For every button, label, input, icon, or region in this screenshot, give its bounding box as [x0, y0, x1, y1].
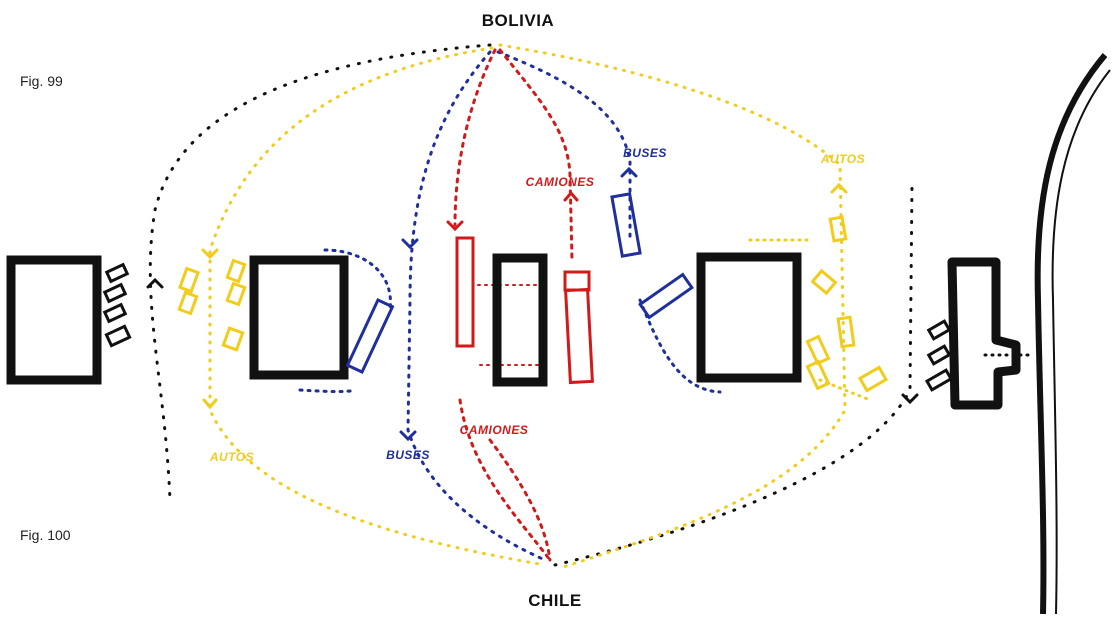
vehicles: [102, 192, 954, 393]
figure-caption-bottom: Fig. 100: [20, 527, 71, 543]
buildings: [6, 252, 1021, 410]
building-far-right: [947, 257, 1021, 410]
arrow-red-right: [563, 190, 579, 202]
route-camiones-bottom-2: [488, 438, 552, 562]
route-outer-left-black: [148, 43, 492, 502]
arrow-yellow-left: [201, 248, 219, 260]
bus-right: [638, 272, 694, 320]
route-buses-left: [406, 50, 547, 562]
place-bolivia: BOLIVIA: [482, 11, 554, 30]
building-left: [249, 255, 349, 380]
figure-caption-top: Fig. 99: [20, 73, 63, 89]
route-camiones-bottom: [458, 398, 552, 562]
cars-black-left: [102, 262, 132, 348]
building-left-outer: [6, 255, 102, 385]
label-autos-top: AUTOS: [820, 152, 865, 166]
arrow-blue-right: [620, 166, 638, 178]
route-camiones-right: [498, 48, 574, 262]
route-autos-right: [498, 43, 847, 570]
truck-right: [564, 287, 594, 385]
building-center: [492, 253, 548, 387]
loop-red-inner: [477, 284, 546, 366]
label-camiones-top: CAMIONES: [526, 175, 595, 189]
loop-blue-left-bottom: [298, 388, 357, 393]
arrow-red-left: [446, 220, 464, 232]
truck-left: [455, 236, 475, 348]
label-camiones-bottom: CAMIONES: [460, 423, 529, 437]
cars-yellow-right: [805, 215, 889, 393]
label-buses-top: BUSES: [623, 146, 667, 160]
arrow-black-right: [901, 393, 919, 405]
route-camiones-left: [453, 48, 497, 227]
arrows: [146, 166, 919, 442]
arrow-yellow-left-bottom: [202, 398, 218, 410]
arrow-black-left: [146, 277, 164, 289]
road-edge-left: [1034, 53, 1108, 615]
road: [1034, 53, 1111, 615]
cars-black-right: [924, 319, 954, 392]
route-paths: [148, 43, 1032, 570]
loop-blue-left: [323, 248, 392, 312]
label-autos-bottom: AUTOS: [209, 450, 254, 464]
label-buses-bottom: BUSES: [386, 448, 430, 462]
route-buses-right: [496, 50, 632, 242]
arrow-blue-left: [401, 238, 419, 250]
arrow-yellow-right: [830, 182, 848, 194]
arrow-blue-left-bottom: [399, 430, 417, 442]
building-right: [696, 252, 802, 383]
road-center-line: [1051, 69, 1111, 615]
truck-right-cab: [563, 270, 591, 292]
cars-yellow-left: [177, 258, 247, 352]
bus-top-right: [610, 192, 642, 258]
bus-left: [345, 297, 395, 375]
place-chile: CHILE: [528, 591, 582, 610]
